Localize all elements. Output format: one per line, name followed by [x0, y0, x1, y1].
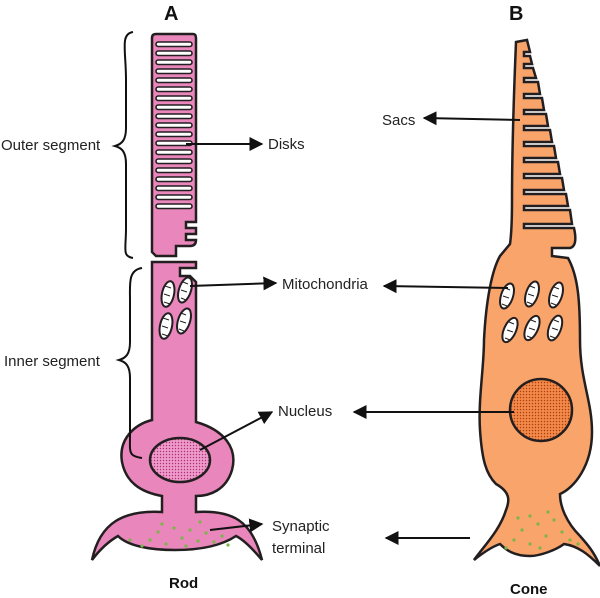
- mitochondria-arrow-rod: [189, 276, 278, 291]
- panel-label-a: A: [164, 3, 178, 25]
- disks-label: Disks: [268, 136, 305, 153]
- rod-mitochondria: [158, 276, 193, 340]
- nucleus-arrow-rod: [199, 411, 274, 451]
- synaptic-arrow-rod: [209, 518, 264, 533]
- nucleus-label: Nucleus: [278, 403, 332, 420]
- rod-synaptic-vesicles: [128, 520, 230, 548]
- synaptic-label-line1: Synaptic: [272, 518, 330, 535]
- rod-cell: [90, 32, 264, 561]
- outer-segment-label: Outer segment: [1, 137, 101, 154]
- inner-segment-brace: [115, 267, 143, 459]
- panel-label-b: B: [509, 3, 523, 25]
- outer-segment-brace: [111, 31, 134, 259]
- cone-nucleus: [508, 377, 574, 443]
- rod-nucleus: [148, 436, 212, 484]
- sacs-arrow: [422, 111, 521, 126]
- sacs-label: Sacs: [382, 112, 415, 129]
- mitochondria-label: Mitochondria: [282, 276, 369, 293]
- cone-body: [472, 38, 600, 567]
- cone-caption: Cone: [510, 581, 548, 598]
- rod-caption: Rod: [169, 575, 198, 592]
- cone-synaptic-vesicles: [504, 510, 580, 550]
- synaptic-label-line2: terminal: [272, 540, 325, 557]
- cone-cell: [472, 38, 600, 567]
- rod-inner-segment: [90, 260, 264, 561]
- inner-segment-label: Inner segment: [4, 353, 101, 370]
- mitochondria-arrow-cone: [382, 279, 509, 294]
